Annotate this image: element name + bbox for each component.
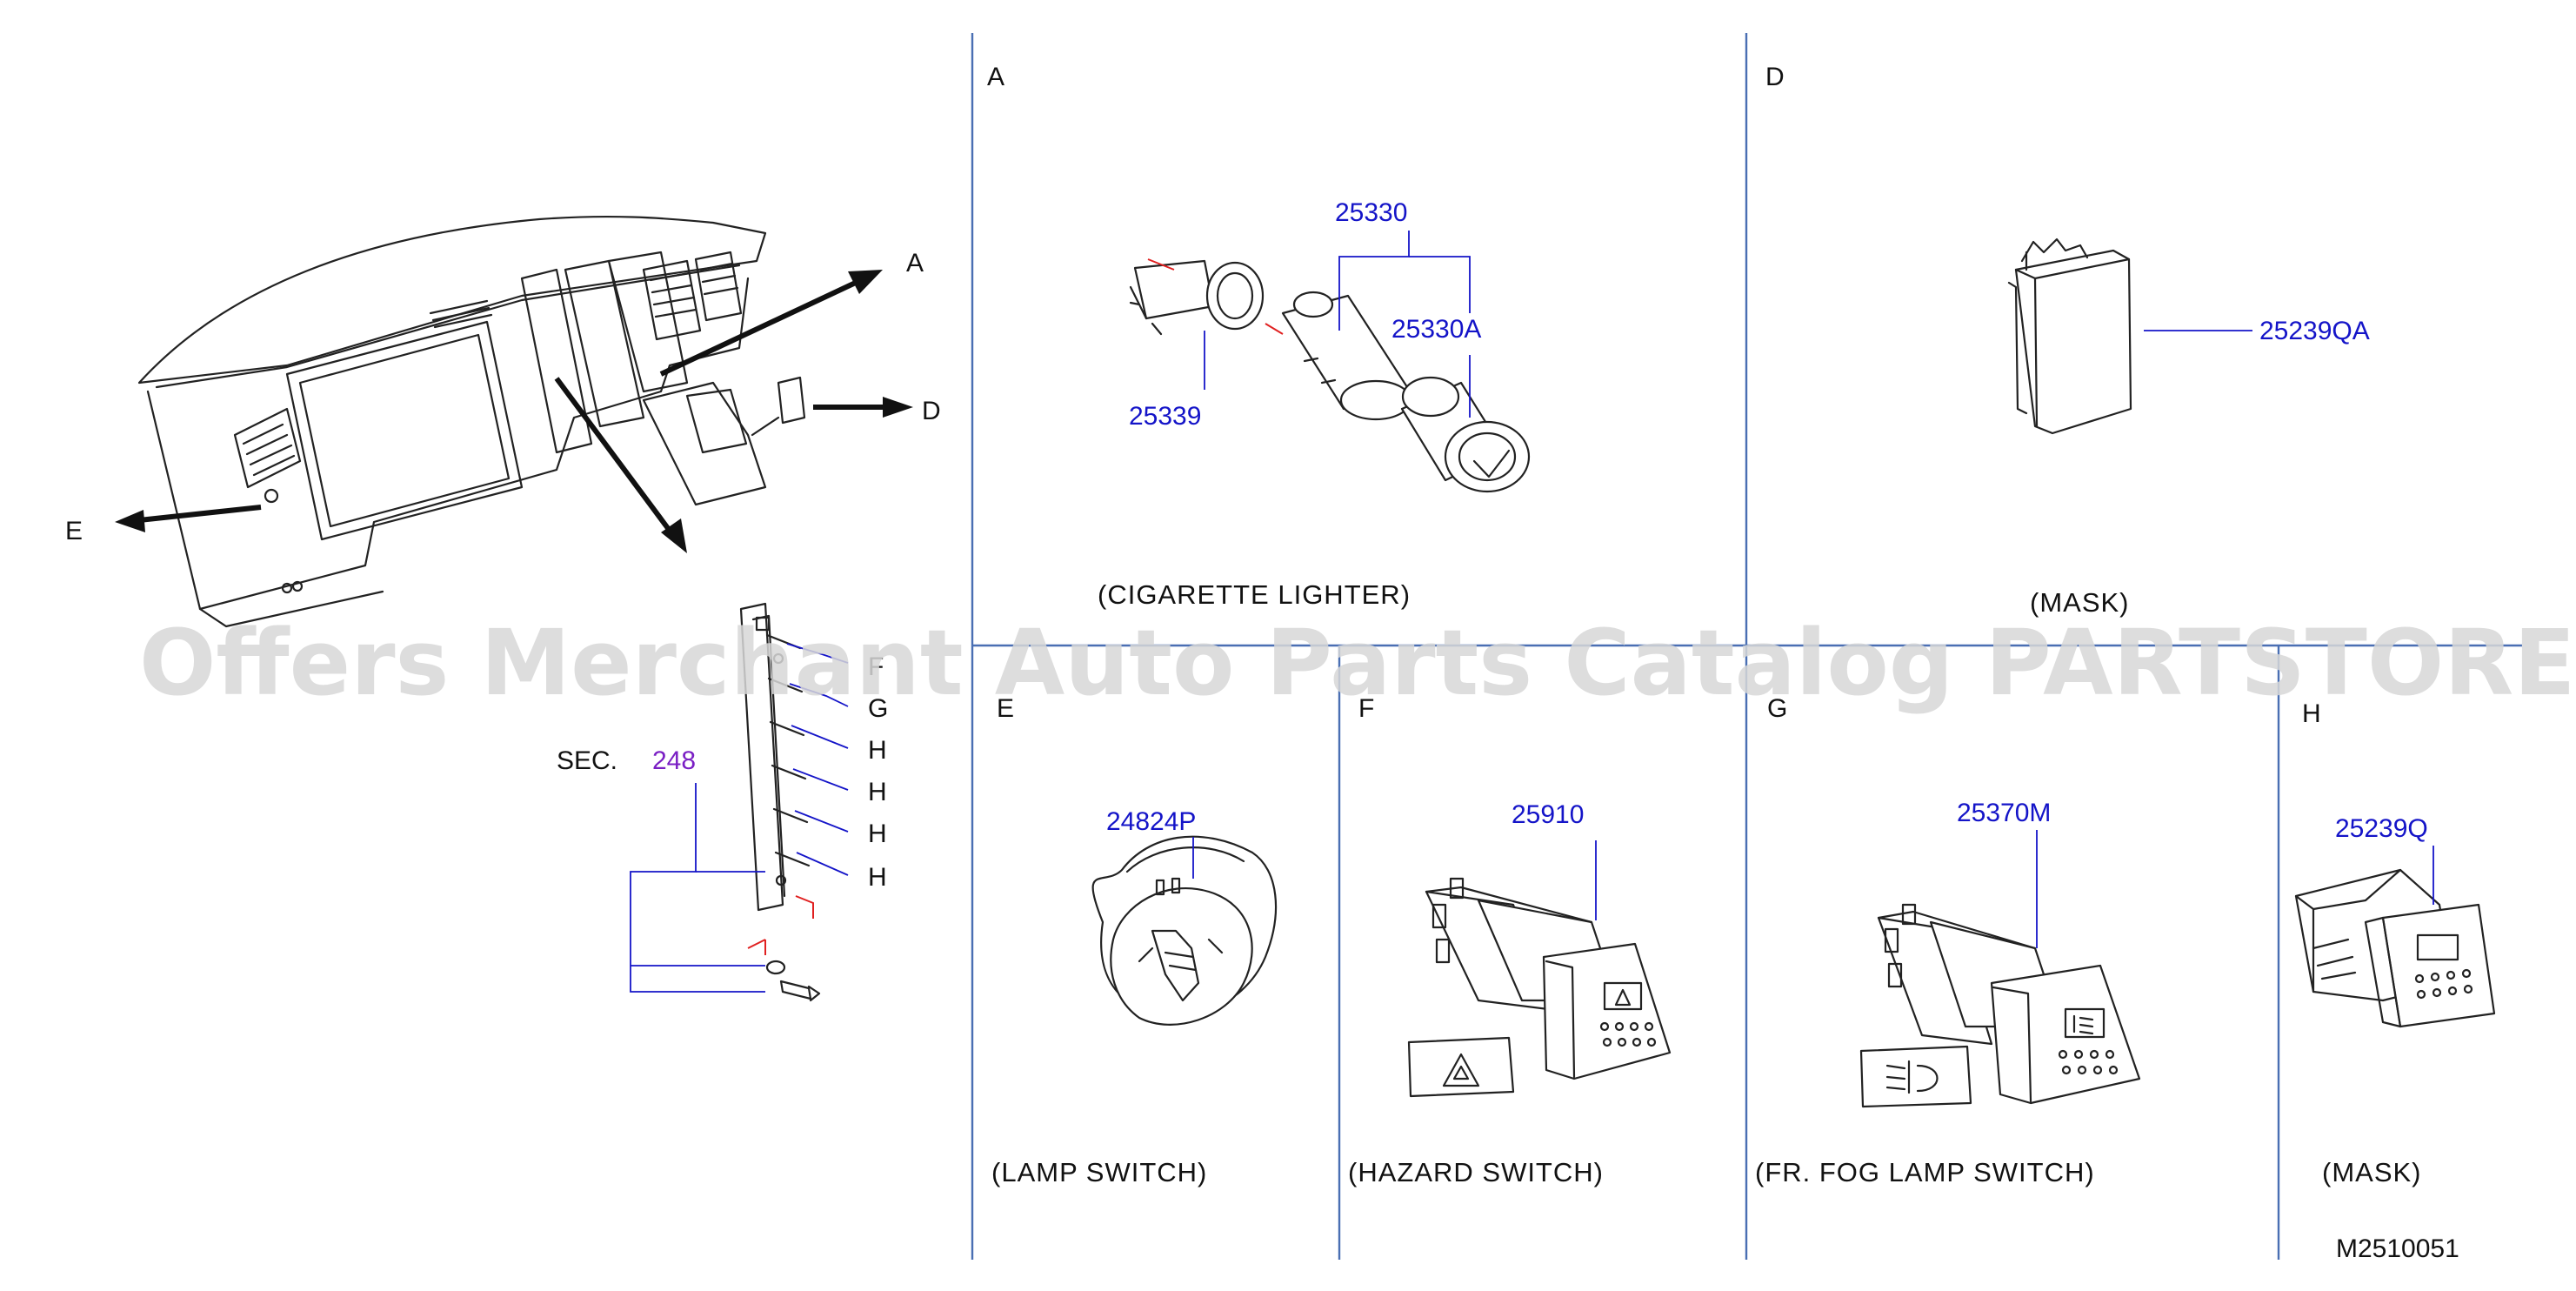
caption-mask-h: (MASK) xyxy=(2322,1157,2422,1187)
dashboard-overview-drawing xyxy=(137,215,806,628)
hazard-switch-drawing xyxy=(1407,877,1672,1098)
panel-letter-f: F xyxy=(1358,694,1374,723)
section-prefix: SEC. xyxy=(557,746,617,775)
bracket-leader-lines xyxy=(786,643,849,876)
lighter-leader-lines xyxy=(1204,231,1471,418)
bracket-label-h2: H xyxy=(868,778,887,806)
panel-letter-a: A xyxy=(987,63,1004,91)
panel-letter-h: H xyxy=(2302,699,2321,728)
cigarette-lighter-drawing xyxy=(1129,259,1531,493)
part-number-25910[interactable]: 25910 xyxy=(1512,800,1584,829)
callout-letter-e: E xyxy=(65,517,83,545)
switch-bracket-drawing xyxy=(739,602,811,912)
part-number-25330[interactable]: 25330 xyxy=(1335,198,1407,227)
panel-dividers xyxy=(971,33,2522,1260)
bracket-label-g: G xyxy=(868,694,888,723)
mask-qa-drawing xyxy=(2007,237,2132,435)
part-number-25370m[interactable]: 25370M xyxy=(1957,799,2051,827)
fog-lamp-switch-drawing xyxy=(1859,903,2141,1108)
part-number-25339[interactable]: 25339 xyxy=(1129,402,1201,431)
part-number-24824p[interactable]: 24824P xyxy=(1106,807,1196,836)
part-number-25330a[interactable]: 25330A xyxy=(1391,315,1481,344)
diagram-code: M2510051 xyxy=(2336,1234,2459,1263)
bracket-label-h4: H xyxy=(868,863,887,892)
screw-red-leaders xyxy=(747,895,814,955)
panel-letter-g: G xyxy=(1767,694,1787,723)
panel-letter-e: E xyxy=(997,694,1014,723)
watermark-text: Offers Merchant Auto Parts Catalog PARTS… xyxy=(139,610,2576,716)
mask-q-drawing xyxy=(2294,868,2496,1028)
bracket-label-h3: H xyxy=(868,819,887,848)
callout-letter-a: A xyxy=(906,249,924,278)
caption-mask-d: (MASK) xyxy=(2030,587,2130,618)
lamp-switch-drawing xyxy=(1091,835,1278,1026)
part-number-25239qa[interactable]: 25239QA xyxy=(2259,317,2370,345)
section-leader-lines xyxy=(630,783,765,993)
screw-drawing xyxy=(765,960,821,1002)
section-number: 248 xyxy=(652,746,696,775)
caption-hazard-switch: (HAZARD SWITCH) xyxy=(1348,1157,1604,1187)
lighter-red-leaders xyxy=(1147,258,1284,335)
caption-cigarette-lighter: (CIGARETTE LIGHTER) xyxy=(1098,579,1411,610)
overview-callout-arrows xyxy=(115,270,913,553)
part-number-25239q[interactable]: 25239Q xyxy=(2335,814,2428,843)
bracket-label-f: F xyxy=(868,652,884,681)
panel-letter-d: D xyxy=(1765,63,1785,91)
callout-letter-d: D xyxy=(922,397,941,425)
bracket-label-h1: H xyxy=(868,736,887,765)
caption-lamp-switch: (LAMP SWITCH) xyxy=(991,1157,1207,1187)
caption-fog-lamp-switch: (FR. FOG LAMP SWITCH) xyxy=(1755,1157,2095,1187)
